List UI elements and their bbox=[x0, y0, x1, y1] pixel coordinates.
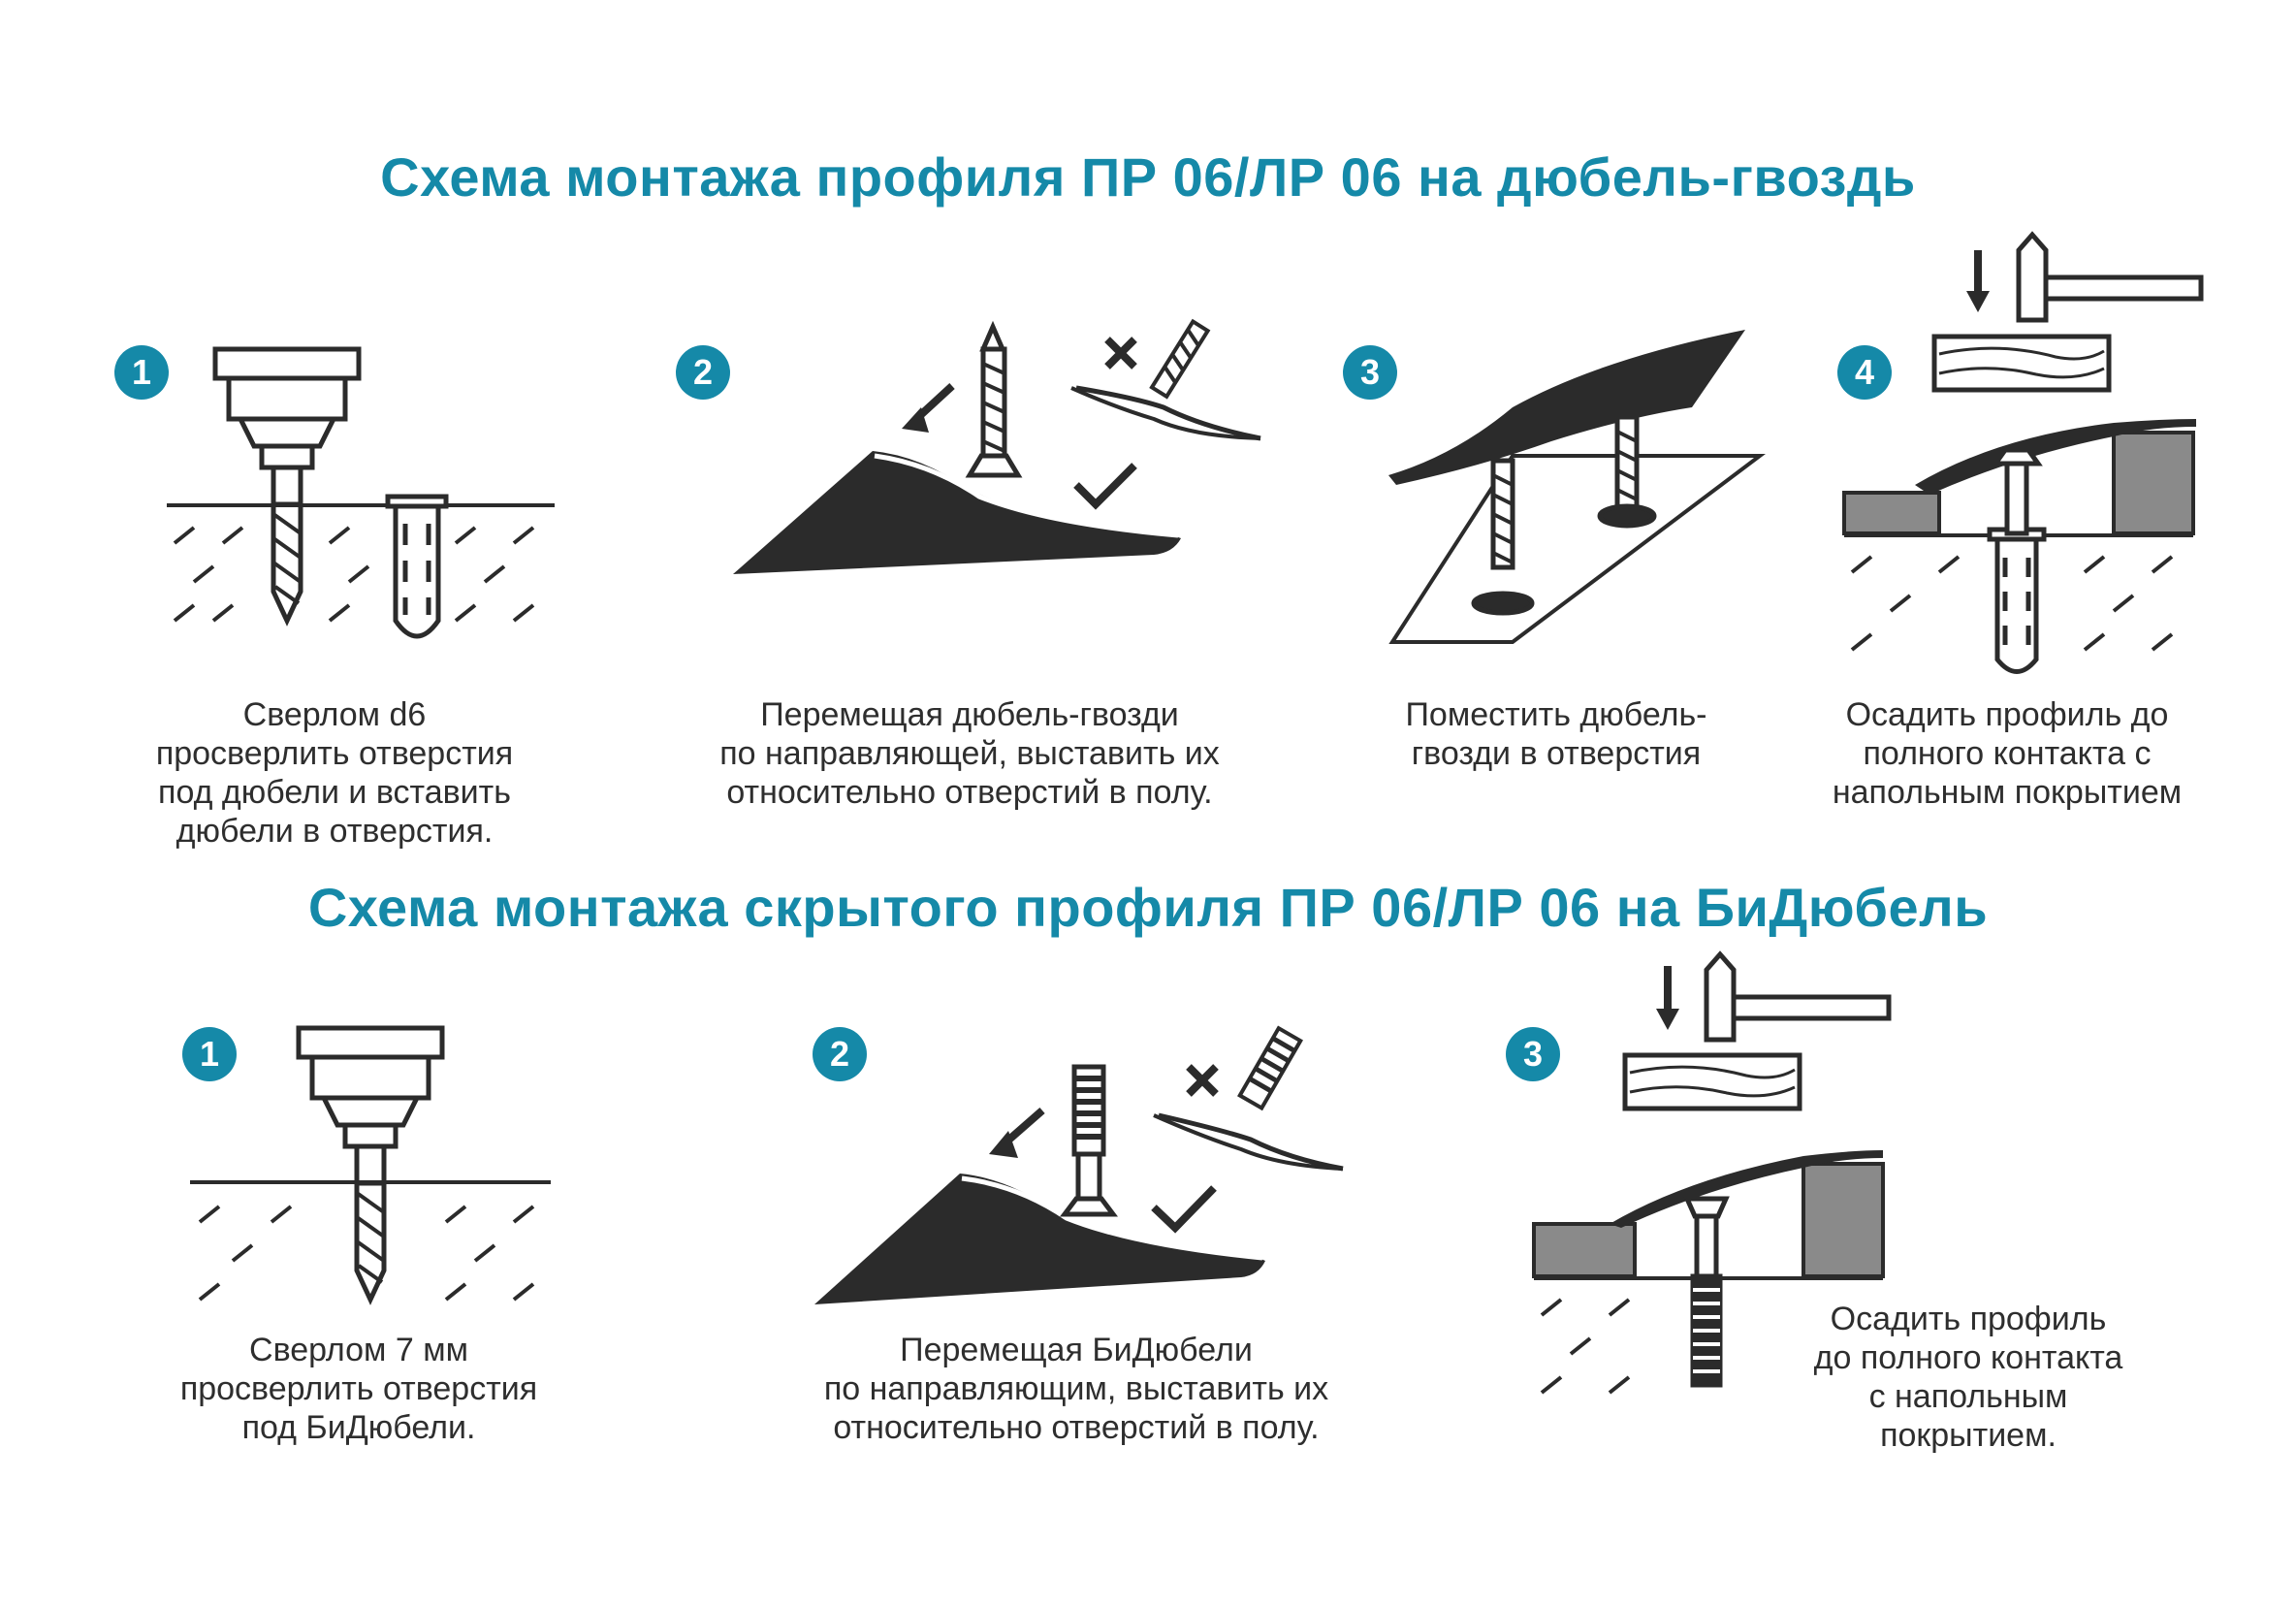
step-caption-1-2: Перемещая дюбель-гвозди по направляющей,… bbox=[719, 696, 1220, 811]
nail-icon bbox=[965, 320, 1023, 478]
profile-shape bbox=[814, 1174, 1265, 1304]
check-icon bbox=[1151, 1185, 1217, 1234]
step-badge-2-2: 2 bbox=[813, 1027, 867, 1081]
step-caption-1-3: Поместить дюбель- гвозди в отверстия bbox=[1405, 696, 1707, 772]
bidowel-icon bbox=[1060, 1064, 1118, 1217]
floor-block-left bbox=[1532, 1222, 1637, 1278]
step-caption-2-1: Сверлом 7 мм просверлить отверстия под Б… bbox=[179, 1332, 538, 1446]
floor-block-left bbox=[1842, 491, 1941, 535]
wood-block-icon bbox=[1931, 334, 2112, 393]
dowel-icon bbox=[1987, 447, 2047, 674]
dowel-icon bbox=[385, 494, 449, 639]
step-badge-1-2: 2 bbox=[676, 345, 730, 400]
drill-icon bbox=[296, 1025, 445, 1305]
hammer-icon bbox=[2016, 231, 2204, 323]
cross-icon bbox=[1186, 1064, 1219, 1097]
section2-title: Схема монтажа скрытого профиля ПР 06/ЛР … bbox=[307, 877, 1989, 938]
step-badge-1-4: 4 bbox=[1837, 345, 1892, 400]
step-badge-2-1: 1 bbox=[182, 1027, 237, 1081]
profile-shape bbox=[733, 451, 1181, 574]
floor-block-right bbox=[2112, 431, 2195, 535]
hammer-icon bbox=[1704, 950, 1892, 1043]
cross-icon bbox=[1104, 337, 1137, 370]
drill-icon bbox=[212, 346, 362, 627]
check-icon bbox=[1073, 463, 1137, 510]
step-badge-2-3: 3 bbox=[1506, 1027, 1560, 1081]
step-badge-1-1: 1 bbox=[114, 345, 169, 400]
step-badge-1-3: 3 bbox=[1343, 345, 1397, 400]
ground-hatch bbox=[173, 526, 535, 623]
step-caption-1-1: Сверлом d6 просверлить отверстия под дюб… bbox=[155, 696, 514, 850]
step-caption-2-3: Осадить профиль до полного контакта с на… bbox=[1813, 1301, 2123, 1454]
wood-block-icon bbox=[1622, 1052, 1802, 1111]
floor-block-right bbox=[1802, 1162, 1885, 1278]
step-caption-2-2: Перемещая БиДюбели по направляющим, выст… bbox=[823, 1332, 1329, 1446]
floor-plane bbox=[1388, 454, 1766, 644]
section1-title: Схема монтажа профиля ПР 06/ЛР 06 на дюб… bbox=[380, 146, 1916, 208]
nail-icon bbox=[1471, 414, 1657, 616]
step-caption-1-4: Осадить профиль до полного контакта с на… bbox=[1832, 696, 2183, 811]
profile-icon bbox=[1388, 330, 1745, 485]
bidowel-icon bbox=[1683, 1196, 1730, 1388]
